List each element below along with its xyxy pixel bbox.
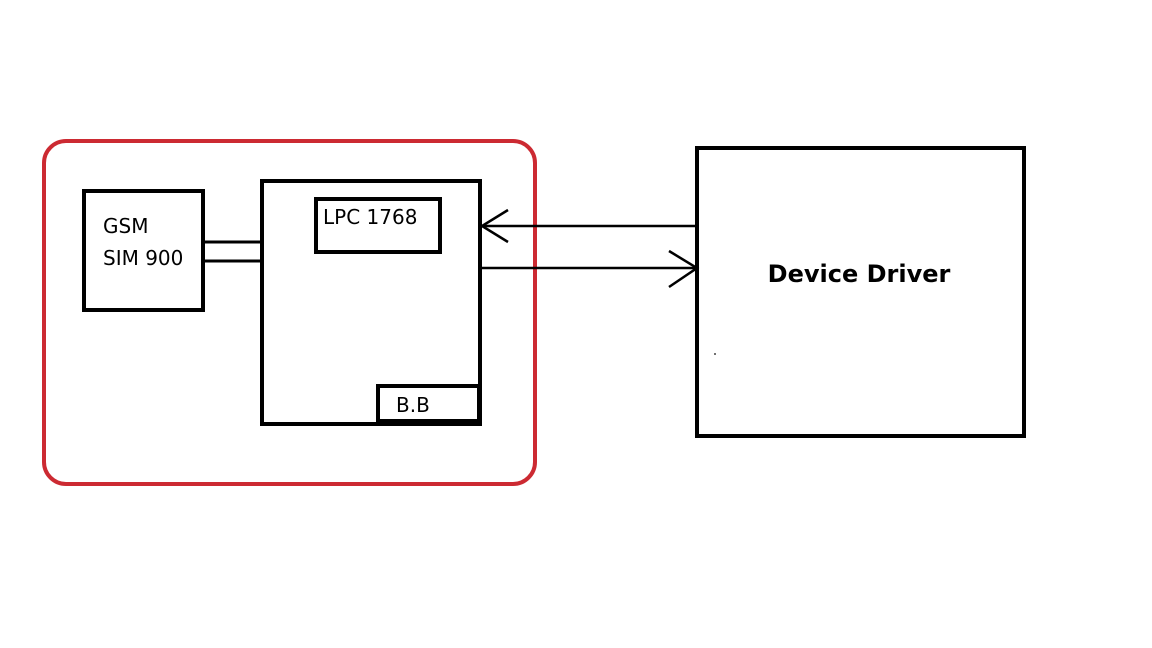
- bb-label: B.B: [396, 393, 430, 417]
- system-group-border: [42, 139, 537, 486]
- stray-dot: [714, 353, 716, 355]
- gsm-module-block: [82, 189, 205, 312]
- device-driver-label: Device Driver: [768, 260, 951, 288]
- gsm-label: GSM: [103, 214, 148, 238]
- sim900-label: SIM 900: [103, 246, 183, 270]
- bb-block: [376, 384, 481, 423]
- lpc1768-block: [314, 197, 442, 254]
- lpc1768-label: LPC 1768: [323, 205, 417, 229]
- device-driver-block: [695, 146, 1026, 438]
- driver-to-mcu-arrowhead: [479, 208, 509, 244]
- mcu-board-block: [260, 179, 482, 426]
